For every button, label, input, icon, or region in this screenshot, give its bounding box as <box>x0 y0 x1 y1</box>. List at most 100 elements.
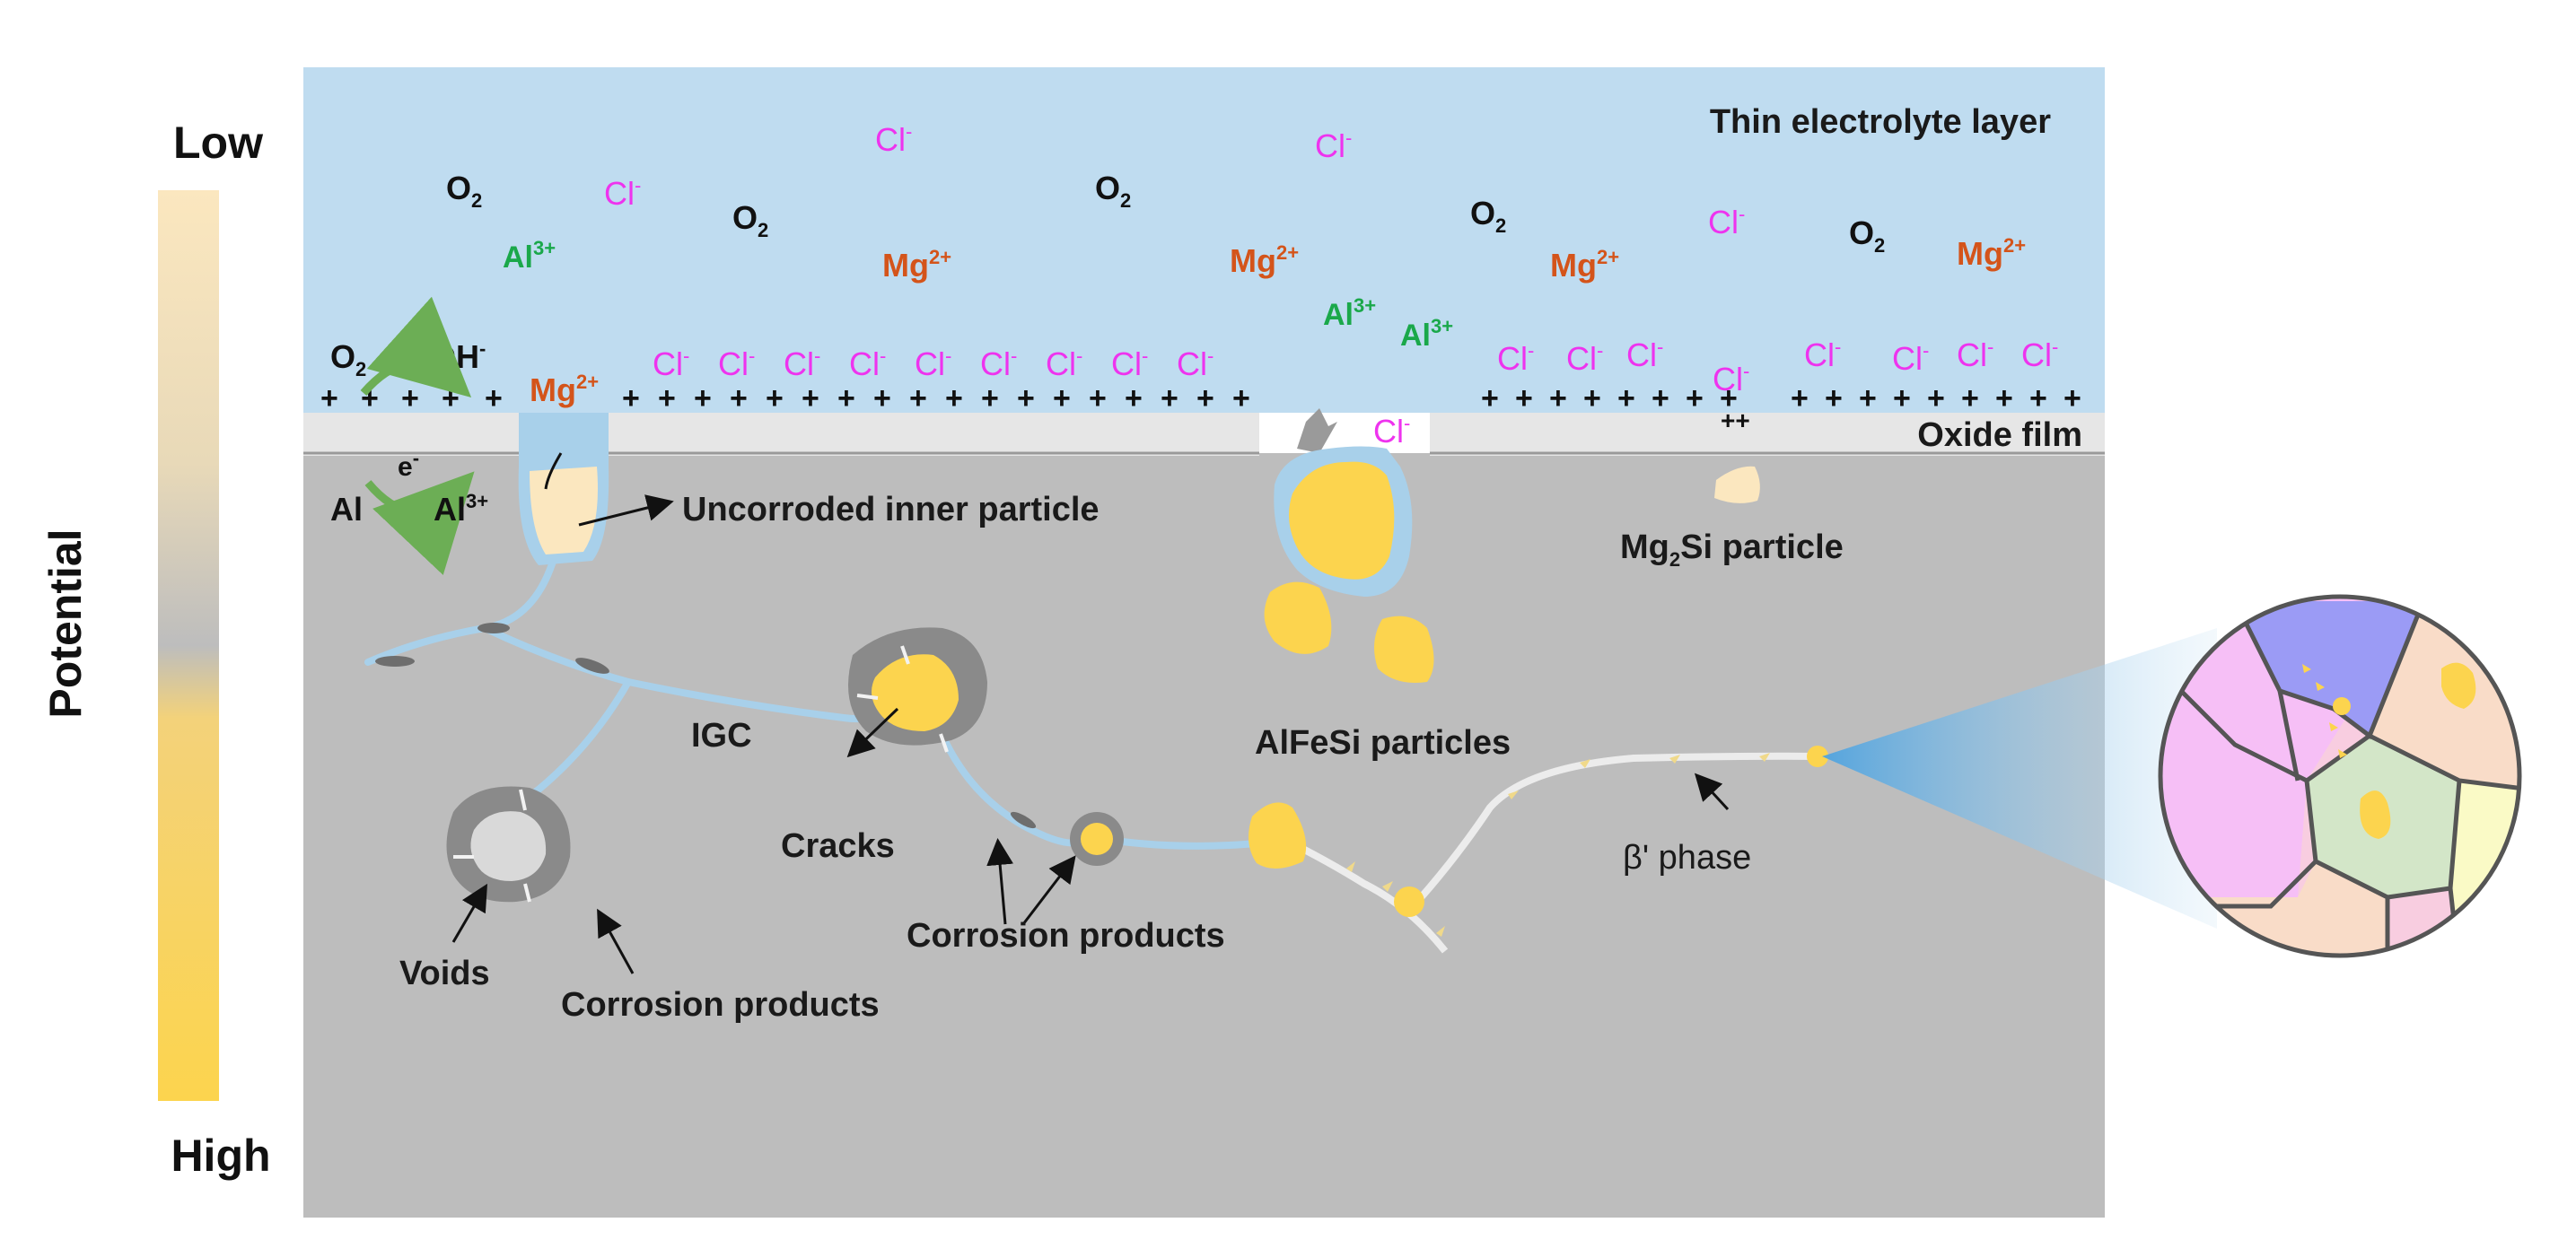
uncorroded-label: Uncorroded inner particle <box>682 491 1100 528</box>
cl-ion: Cl- <box>1315 127 1352 164</box>
cl-ion: Cl- <box>1708 203 1745 240</box>
cl-ion: Cl- <box>1626 336 1663 373</box>
svg-text:+: + <box>1515 381 1533 415</box>
svg-text:+: + <box>1961 381 1979 415</box>
svg-text:+: + <box>1995 381 2013 415</box>
metal-matrix <box>303 453 2105 1218</box>
alfesi-pit <box>1264 408 1434 683</box>
electrolyte-layer <box>303 67 2105 413</box>
svg-text:+: + <box>401 381 419 415</box>
voids-label: Voids <box>399 955 490 992</box>
svg-text:+: + <box>873 381 891 415</box>
void-particle <box>446 786 635 974</box>
svg-text:+: + <box>766 381 784 415</box>
cl-ion: Cl- <box>1177 345 1214 382</box>
svg-text:+: + <box>1893 381 1911 415</box>
surface-charges: + + + + + + + + + + + + + + + + + + + + … <box>320 381 2081 434</box>
svg-text:+: + <box>1652 381 1669 415</box>
svg-text:+: + <box>1825 381 1843 415</box>
svg-text:+: + <box>1481 381 1499 415</box>
svg-text:+: + <box>485 381 503 415</box>
svg-text:+: + <box>1125 381 1143 415</box>
beta-arrow <box>1694 773 1730 811</box>
electrochemical-reaction: OH- e- Al Al3+ <box>330 296 488 575</box>
cl-ion: Cl- <box>1566 339 1603 377</box>
svg-text:+: + <box>622 381 640 415</box>
cl-ion: Cl- <box>1497 339 1534 377</box>
o2-ion: O2 <box>1470 195 1506 237</box>
svg-text:+: + <box>320 381 338 415</box>
svg-text:+: + <box>945 381 963 415</box>
svg-text:+: + <box>1017 381 1035 415</box>
svg-text:+: + <box>1549 381 1567 415</box>
svg-text:+: + <box>1089 381 1107 415</box>
al-ion: Al3+ <box>1323 294 1376 332</box>
svg-text:+: + <box>1232 381 1250 415</box>
potential-low-label: Low <box>173 118 263 168</box>
mg-ion: Mg2+ <box>530 371 599 408</box>
corrosion-products-label-1: Corrosion products <box>561 986 880 1024</box>
svg-text:+: + <box>1053 381 1071 415</box>
cl-ion: Cl- <box>784 345 820 382</box>
oxide-film-label: Oxide film <box>1917 416 2082 454</box>
svg-text:+: + <box>1161 381 1178 415</box>
oxide-film <box>303 413 2105 456</box>
cl-ion: Cl- <box>1111 345 1148 382</box>
grain-inset-border <box>2158 594 2522 958</box>
o2-ion: O2 <box>1095 170 1131 212</box>
svg-text:+: + <box>442 381 460 415</box>
corrosion-products-label-2: Corrosion products <box>907 917 1225 955</box>
al-ion-product: Al3+ <box>434 490 488 528</box>
local-charge: ++ <box>1721 406 1750 434</box>
cl-ion: Cl- <box>849 345 886 382</box>
cracked-particle <box>846 627 987 758</box>
ions: O2 O2 O2 O2 O2 O2 Cl- Cl- Cl- Cl- Cl- Cl… <box>330 120 2058 450</box>
potential-gradient-bar <box>158 190 219 1101</box>
cl-ion: Cl- <box>604 174 641 212</box>
igc-label: IGC <box>691 717 752 755</box>
svg-text:+: + <box>730 381 748 415</box>
svg-text:+: + <box>1927 381 1945 415</box>
svg-text:+: + <box>837 381 855 415</box>
potential-high-label: High <box>171 1131 270 1181</box>
svg-text:+: + <box>694 381 712 415</box>
cracks-label: Cracks <box>781 827 895 865</box>
cl-ion: Cl- <box>718 345 755 382</box>
svg-text:+: + <box>1617 381 1635 415</box>
svg-text:+: + <box>802 381 819 415</box>
cathodic-arrow <box>360 296 472 398</box>
cl-ion: Cl- <box>980 345 1017 382</box>
cl-ion: Cl- <box>1957 336 1993 373</box>
cl-ion: Cl- <box>1373 412 1410 450</box>
cl-ion: Cl- <box>2021 336 2058 373</box>
svg-text:+: + <box>2063 381 2081 415</box>
cl-ion: Cl- <box>915 345 951 382</box>
svg-text:+: + <box>909 381 927 415</box>
o2-ion: O2 <box>446 170 482 212</box>
svg-text:+: + <box>1720 381 1738 415</box>
o2-ion: O2 <box>330 338 366 380</box>
cl-ion: Cl- <box>653 345 689 382</box>
svg-text:+: + <box>1583 381 1601 415</box>
zoom-beam <box>1822 628 2217 929</box>
potential-axis-label: Potential <box>40 528 91 718</box>
mg-ion: Mg2+ <box>1957 234 2026 272</box>
svg-text:+: + <box>1686 381 1704 415</box>
mg-ion: Mg2+ <box>882 246 951 284</box>
mg2si-particle <box>1714 466 1760 503</box>
svg-text:+: + <box>1859 381 1877 415</box>
o2-ion: O2 <box>1849 214 1885 257</box>
cl-ion: Cl- <box>1046 345 1082 382</box>
boundary-particle <box>1249 802 1307 869</box>
svg-text:+: + <box>658 381 676 415</box>
al-ion: Al3+ <box>503 237 556 275</box>
small-particle <box>986 812 1124 925</box>
mg-ion: Mg2+ <box>1230 241 1299 279</box>
anodic-arrow <box>364 471 475 575</box>
beta-phase-label: β' phase <box>1623 839 1751 877</box>
svg-text:+: + <box>2029 381 2047 415</box>
svg-text:+: + <box>981 381 999 415</box>
svg-text:+: + <box>1791 381 1809 415</box>
mg-ion: Mg2+ <box>1550 246 1619 284</box>
